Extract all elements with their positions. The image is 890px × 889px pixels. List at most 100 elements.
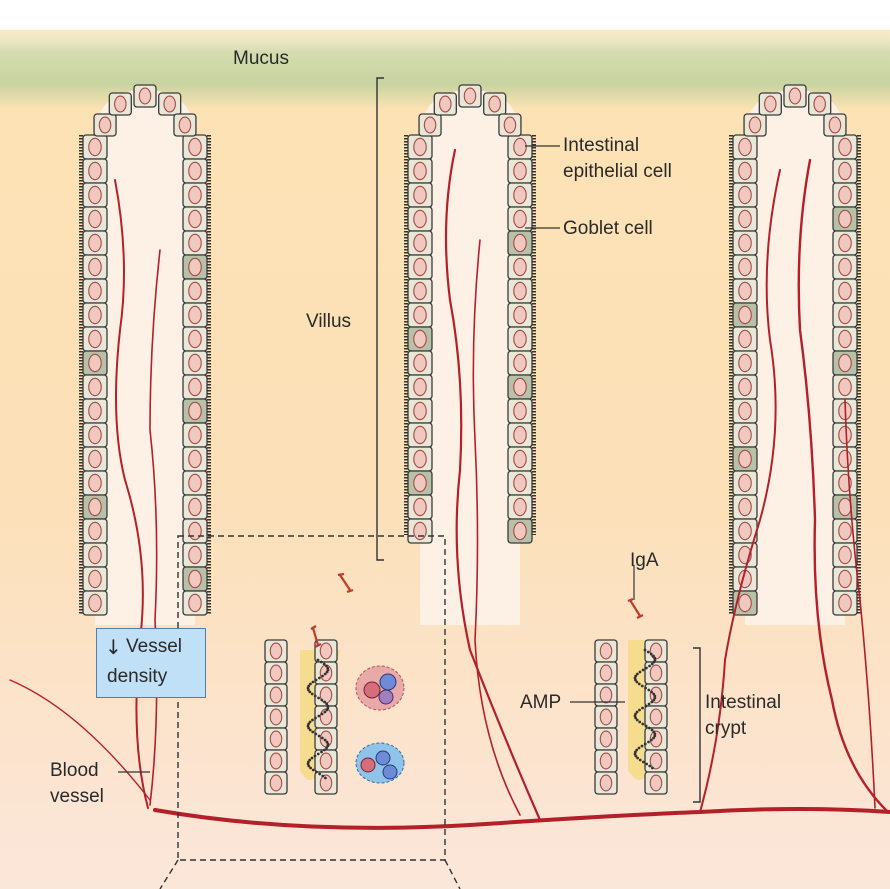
amp-dot xyxy=(636,719,639,722)
mucus-label: Mucus xyxy=(233,47,289,70)
epithelial-cell xyxy=(595,640,617,662)
amp-dot xyxy=(321,737,324,740)
amp-dot xyxy=(321,675,324,678)
epithelial-cell xyxy=(183,183,207,207)
epithelial-cell xyxy=(833,303,857,327)
amp-dot xyxy=(311,731,314,734)
goblet-cell xyxy=(408,327,432,351)
epithelial-cell xyxy=(183,495,207,519)
amp-dot xyxy=(636,757,639,760)
blood-vessel-label-line2: vessel xyxy=(50,785,104,808)
amp-dot xyxy=(650,701,653,704)
epithelial-cell xyxy=(833,567,857,591)
amp-dot xyxy=(314,733,317,736)
amp-dot xyxy=(638,747,641,750)
amp-dot xyxy=(311,693,314,696)
vessel-density-box: ↓ Vessel density xyxy=(96,628,206,698)
epithelial-cell xyxy=(824,114,846,136)
amp-dot xyxy=(323,711,326,714)
epithelial-cell xyxy=(833,591,857,615)
amp-dot xyxy=(644,705,647,708)
epithelial-cell xyxy=(645,684,667,706)
goblet-cell xyxy=(833,495,857,519)
epithelial-cell xyxy=(733,351,757,375)
epithelial-cell-label-line2: epithelial cell xyxy=(563,160,672,183)
amp-dot xyxy=(651,663,654,666)
amp-dot xyxy=(644,743,647,746)
amp-dot xyxy=(639,759,642,762)
epithelial-cell xyxy=(83,591,107,615)
goblet-cell xyxy=(83,351,107,375)
amp-dot xyxy=(325,747,328,750)
amp-dot xyxy=(315,771,318,774)
amp-dot xyxy=(312,681,315,684)
amp-dot xyxy=(318,677,321,680)
amp-dot xyxy=(651,729,654,732)
epithelial-cell xyxy=(83,207,107,231)
amp-dot xyxy=(645,763,648,766)
amp-dot xyxy=(317,715,320,718)
epithelial-cell xyxy=(265,728,287,750)
epithelial-cell xyxy=(83,543,107,567)
epithelial-cell xyxy=(459,85,481,107)
epithelial-cell xyxy=(508,183,532,207)
epithelial-cell xyxy=(83,135,107,159)
epithelial-cell xyxy=(183,447,207,471)
epithelial-cell xyxy=(508,447,532,471)
epithelial-cell xyxy=(595,750,617,772)
epithelial-cell xyxy=(744,114,766,136)
epithelial-cell xyxy=(645,728,667,750)
amp-dot xyxy=(641,745,644,748)
epithelial-cell xyxy=(408,255,432,279)
epithelial-cell xyxy=(645,750,667,772)
amp-dot xyxy=(638,683,641,686)
amp-dot xyxy=(639,671,642,674)
amp-dot xyxy=(321,713,324,716)
epithelial-cell xyxy=(183,471,207,495)
epithelial-cell xyxy=(595,662,617,684)
amp-dot xyxy=(324,777,327,780)
epithelial-cell xyxy=(174,114,196,136)
epithelial-cell xyxy=(83,423,107,447)
epithelial-cell xyxy=(83,567,107,591)
epithelial-cell xyxy=(265,684,287,706)
epithelial-cell xyxy=(508,327,532,351)
vessel-density-label-line2: density xyxy=(107,666,167,688)
epithelial-cell xyxy=(183,375,207,399)
epithelial-cell xyxy=(265,706,287,728)
amp-dot xyxy=(644,649,647,652)
epithelial-cell xyxy=(833,279,857,303)
amp-dot xyxy=(323,749,326,752)
epithelial-cell xyxy=(508,495,532,519)
epithelial-cell xyxy=(499,114,521,136)
epithelial-cell xyxy=(833,231,857,255)
amp-dot xyxy=(320,699,323,702)
epithelial-cell xyxy=(83,159,107,183)
epithelial-cell xyxy=(408,375,432,399)
amp-dot xyxy=(309,729,312,732)
epithelial-cell xyxy=(733,543,757,567)
amp-dot xyxy=(650,653,653,656)
epithelial-cell xyxy=(595,684,617,706)
epithelial-cell xyxy=(733,135,757,159)
epithelial-cell xyxy=(83,375,107,399)
epithelial-cell xyxy=(408,207,432,231)
amp-label: AMP xyxy=(520,691,561,714)
epithelial-cell xyxy=(183,159,207,183)
epithelial-cell xyxy=(408,135,432,159)
amp-dot xyxy=(641,707,644,710)
amp-dot xyxy=(323,663,326,666)
epithelial-cell xyxy=(408,183,432,207)
amp-dot xyxy=(314,755,317,758)
epithelial-cell xyxy=(83,399,107,423)
epithelial-cell xyxy=(83,327,107,351)
goblet-cell xyxy=(408,471,432,495)
epithelial-cell xyxy=(183,519,207,543)
epithelial-cell xyxy=(833,135,857,159)
blood-vessel-label-line1: Blood xyxy=(50,759,99,782)
epithelial-cell xyxy=(833,327,857,351)
amp-dot xyxy=(645,667,648,670)
epithelial-cell xyxy=(733,399,757,423)
villus-core-1 xyxy=(95,90,195,625)
villus-core-3 xyxy=(745,90,845,625)
